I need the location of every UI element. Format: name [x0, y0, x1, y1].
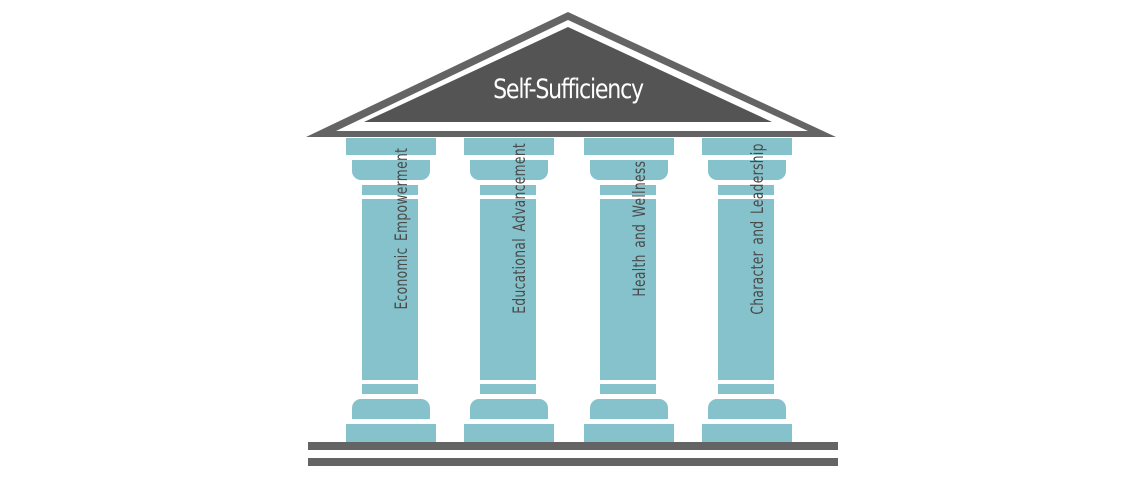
pillar-upper-ring: [718, 185, 774, 195]
pillar-health-and-wellness: Health and Wellness: [584, 138, 674, 442]
pillar-base-slab: [584, 424, 674, 442]
pillar-upper-ring: [480, 185, 536, 195]
pillar-shaft: [718, 199, 774, 380]
pillar-top-slab: [464, 138, 554, 155]
pillar-shaft: [600, 199, 656, 380]
pillar-lower-ring: [362, 384, 418, 394]
pillar-top-slab: [346, 138, 436, 155]
pillar-base-slab: [702, 424, 792, 442]
roof-pediment: [306, 12, 836, 137]
pillar-lower-ring: [600, 384, 656, 394]
foundation-step-lower: [308, 458, 838, 466]
pillar-upper-ring: [362, 185, 418, 195]
pillar-shaft: [480, 199, 536, 380]
pillar-character-and-leadership: Character and Leadership: [702, 138, 792, 442]
pillar-label-wrap: Character and Leadership: [730, 138, 786, 319]
pillar-label: Economic Empowerment: [392, 147, 412, 310]
pillar-capital: [470, 160, 548, 180]
pillar-capital: [352, 160, 430, 180]
pillar-base-cushion: [708, 399, 786, 419]
pillar-shaft: [362, 199, 418, 380]
pillar-base-slab: [346, 424, 436, 442]
pillar-base-cushion: [590, 399, 668, 419]
pillar-capital: [708, 160, 786, 180]
pillar-capital: [590, 160, 668, 180]
pillar-label-wrap: Health and Wellness: [612, 138, 668, 319]
pillar-lower-ring: [718, 384, 774, 394]
pillar-base-slab: [464, 424, 554, 442]
pillar-lower-ring: [480, 384, 536, 394]
pillar-label: Educational Advancement: [510, 143, 530, 314]
pillar-label-wrap: Economic Empowerment: [374, 138, 430, 319]
pillar-economic-empowerment: Economic Empowerment: [346, 138, 436, 442]
pillar-educational-advancement: Educational Advancement: [464, 138, 554, 442]
pillar-upper-ring: [600, 185, 656, 195]
pillar-label-wrap: Educational Advancement: [492, 138, 548, 319]
foundation-step-upper: [308, 442, 838, 450]
pillar-top-slab: [702, 138, 792, 155]
pillar-label: Health and Wellness: [630, 160, 650, 297]
pillar-base-cushion: [352, 399, 430, 419]
roof-title: Self-Sufficiency: [493, 74, 644, 105]
pillar-top-slab: [584, 138, 674, 155]
pillar-label: Character and Leadership: [748, 142, 768, 315]
roof-inner-triangle: [364, 27, 772, 122]
pillar-base-cushion: [470, 399, 548, 419]
